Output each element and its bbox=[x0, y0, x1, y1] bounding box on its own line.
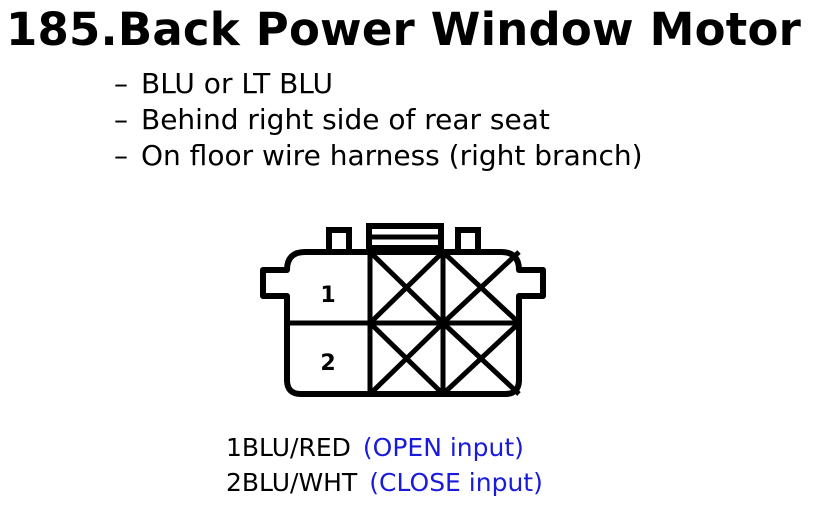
pin-row: 1BLU/RED (OPEN input) bbox=[226, 430, 543, 465]
note-dash: – bbox=[114, 139, 128, 172]
blocked-cavity-upper-right bbox=[441, 250, 521, 325]
note-text: BLU or LT BLU bbox=[141, 67, 334, 100]
location-notes: –BLU or LT BLU –Behind right side of rea… bbox=[114, 66, 643, 174]
pin-row: 2BLU/WHT (CLOSE input) bbox=[226, 465, 543, 500]
pin-function: (CLOSE input) bbox=[369, 468, 543, 497]
note-item: –Behind right side of rear seat bbox=[114, 102, 643, 138]
pin-number: 1 bbox=[226, 433, 242, 462]
connector-diagram: 1 2 bbox=[260, 223, 546, 397]
note-item: –BLU or LT BLU bbox=[114, 66, 643, 102]
connector-housing bbox=[260, 249, 546, 397]
note-item: –On floor wire harness (right branch) bbox=[114, 138, 643, 174]
blocked-cavity-lower-left bbox=[368, 321, 445, 396]
blocked-cavity-lower-right bbox=[441, 321, 521, 396]
page-title: 185.Back Power Window Motor bbox=[6, 3, 801, 56]
pin-wire-color: BLU/WHT bbox=[241, 468, 358, 497]
note-text: On floor wire harness (right branch) bbox=[141, 139, 643, 172]
pin-number: 2 bbox=[226, 468, 242, 497]
note-dash: – bbox=[114, 103, 128, 136]
cavity-number-2: 2 bbox=[320, 351, 335, 376]
connector-tab-left bbox=[326, 227, 352, 252]
note-dash: – bbox=[114, 67, 128, 100]
pin-function: (OPEN input) bbox=[362, 433, 524, 462]
blocked-cavity-upper-left bbox=[368, 250, 445, 325]
pin-assignment-list: 1BLU/RED (OPEN input) 2BLU/WHT (CLOSE inpu… bbox=[226, 430, 543, 500]
pin-wire-color: BLU/RED bbox=[241, 433, 351, 462]
note-text: Behind right side of rear seat bbox=[141, 103, 550, 136]
cavity-number-1: 1 bbox=[320, 283, 335, 308]
connector-tab-right bbox=[455, 227, 481, 252]
